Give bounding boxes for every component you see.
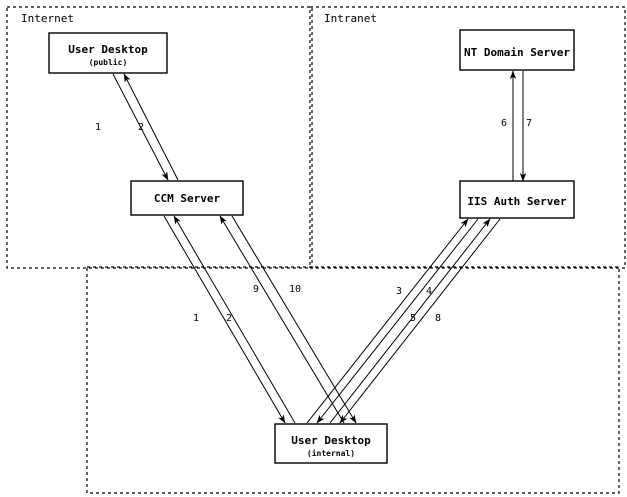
node-iis-auth-server-box[interactable]	[459, 180, 575, 219]
step-label-4: 4	[426, 286, 432, 297]
zone-internal-lan-boundary	[86, 266, 620, 494]
node-user-desktop-public[interactable]: User Desktop (public)	[48, 32, 168, 74]
zone-intranet-boundary	[309, 6, 626, 269]
flow-arrow-step-1-public	[112, 73, 169, 181]
flow-arrow-step-4	[316, 218, 479, 424]
node-user-desktop-internal[interactable]: User Desktop (internal)	[274, 423, 388, 464]
step-label-2-public: 2	[138, 122, 144, 133]
flow-arrow-step-8	[339, 218, 501, 424]
node-iis-auth-server[interactable]: IIS Auth Server	[459, 180, 575, 219]
node-nt-domain-server-box[interactable]	[459, 29, 575, 71]
step-label-2-internal: 2	[226, 313, 232, 324]
flow-internal-iis-34: 3 4	[306, 218, 479, 424]
flow-internal-iis-58: 5 8	[329, 218, 501, 424]
step-label-5: 5	[410, 313, 416, 324]
flow-arrow-step-10	[231, 215, 357, 424]
node-user-desktop-internal-subtitle: (internal)	[307, 448, 355, 458]
node-ccm-server-box[interactable]	[130, 180, 244, 216]
node-nt-domain-server[interactable]: NT Domain Server	[459, 29, 575, 71]
flow-arrow-step-3	[306, 218, 469, 424]
flow-iis-ntdomain: 6 7	[501, 70, 532, 182]
node-user-desktop-internal-title: User Desktop	[291, 434, 371, 447]
step-label-1-internal: 1	[193, 313, 199, 324]
zone-internet-label: Internet	[21, 12, 74, 25]
node-ccm-server[interactable]: CCM Server	[130, 180, 244, 216]
node-nt-domain-server-title: NT Domain Server	[464, 46, 570, 59]
node-user-desktop-public-subtitle: (public)	[89, 57, 128, 67]
zone-internet-boundary	[6, 6, 313, 269]
step-label-3: 3	[396, 286, 402, 297]
node-user-desktop-public-title: User Desktop	[68, 43, 148, 56]
step-label-6: 6	[501, 118, 507, 129]
flow-arrow-step-9	[219, 215, 345, 424]
step-label-10: 10	[289, 284, 301, 295]
flow-arrow-step-1-internal	[173, 215, 296, 424]
zone-intranet-label: Intranet	[324, 12, 377, 25]
step-label-7: 7	[526, 118, 532, 129]
node-ccm-server-title: CCM Server	[154, 192, 221, 205]
step-label-8: 8	[435, 313, 441, 324]
node-iis-auth-server-title: IIS Auth Server	[467, 195, 567, 208]
node-user-desktop-internal-box[interactable]	[274, 423, 388, 464]
flow-internal-ccm: 1 2	[163, 215, 296, 424]
flow-arrow-step-2-public	[123, 73, 179, 181]
node-user-desktop-public-box[interactable]	[48, 32, 168, 74]
step-label-9: 9	[253, 284, 259, 295]
flow-arrow-step-2-internal	[163, 215, 286, 424]
flow-arrow-step-5	[329, 218, 491, 424]
step-label-1-public: 1	[95, 122, 101, 133]
flow-ccm-internal-910: 9 10	[219, 215, 357, 424]
flow-user-public-ccm: 1 2	[95, 73, 179, 181]
